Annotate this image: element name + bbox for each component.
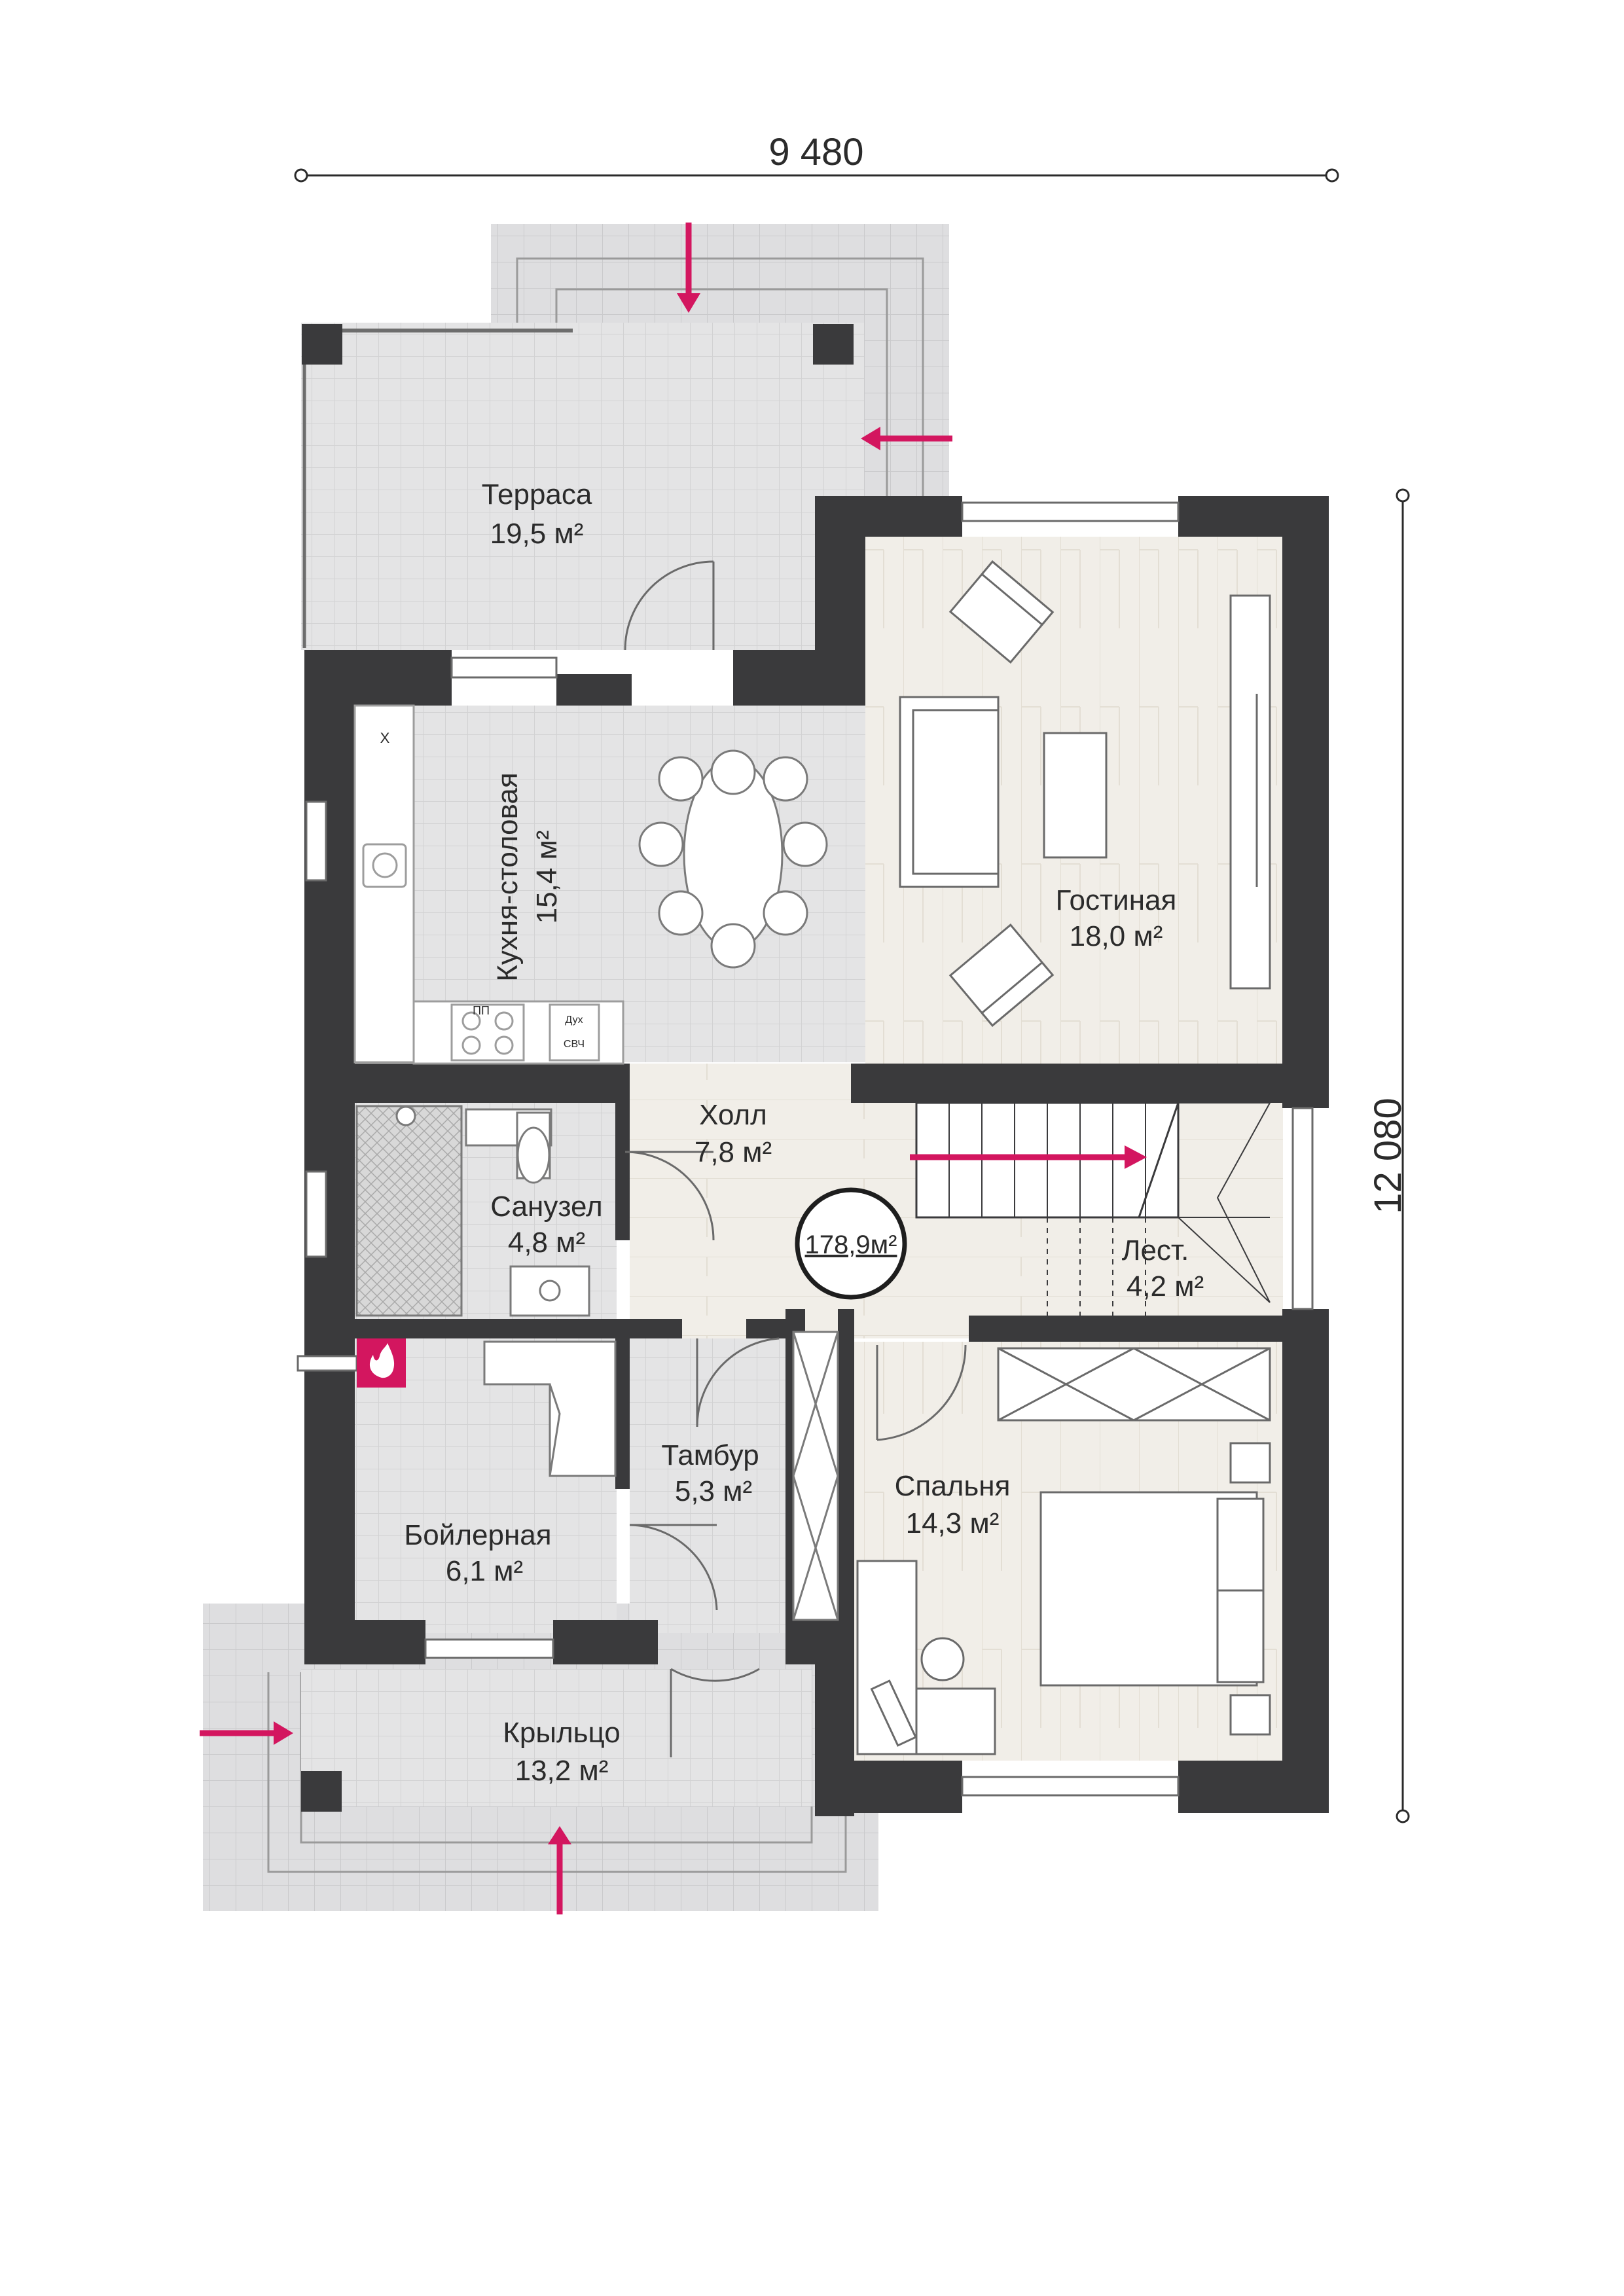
stairs-name: Лест. [1122,1234,1189,1266]
walls [304,496,1329,1816]
bedroom-area-value: 14,3 м² [906,1507,1000,1539]
windows [305,501,1314,1797]
porch-area-value: 13,2 м² [515,1755,609,1787]
kitchen-area-value: 15,4 м² [531,831,563,924]
dimension-height: 12 080 [1367,488,1410,1823]
fridge-label: Х [380,730,390,746]
boiler-equipment [483,1340,617,1477]
total-area-badge: 178,9м² [795,1187,907,1300]
vestibule-area-value: 5,3 м² [675,1475,752,1507]
living-name: Гостиная [1056,884,1177,916]
bedroom-name: Спальня [895,1470,1011,1502]
boiler-area-value: 6,1 м² [446,1555,523,1587]
living-area-value: 18,0 м² [1070,920,1163,952]
bathroom-area-value: 4,8 м² [508,1227,585,1259]
oven-label: Дух [565,1014,583,1026]
stairs-area-value: 4,2 м² [1127,1270,1204,1302]
porch-name: Крыльцо [503,1717,621,1749]
boiler-name: Бойлерная [404,1519,551,1551]
doors [624,560,967,1757]
terrace-area [301,224,949,650]
width-label: 9 480 [768,131,863,173]
living-furniture [899,560,1271,1027]
bathroom-fixtures [355,1105,590,1317]
microwave-label: СВЧ [564,1039,585,1050]
hall-area-value: 7,8 м² [695,1136,772,1168]
hall-name: Холл [699,1099,767,1131]
kitchen-counters [353,704,624,1065]
height-label: 12 080 [1367,1098,1409,1213]
bathroom-name: Санузел [490,1191,602,1223]
dining-table [638,749,828,969]
fire-icon [297,1338,406,1388]
arrow-icon [200,223,1147,1914]
terrace-area-value: 19,5 м² [490,518,584,550]
dishwasher-label: ПП [473,1004,490,1017]
vestibule-name: Тамбур [661,1439,759,1471]
closet [792,1331,839,1621]
dimension-width: 9 480 [294,131,1339,183]
bedroom-furniture [856,1347,1271,1755]
kitchen-name: Кухня-столовая [492,772,524,981]
terrace-name: Терраса [482,478,592,511]
total-area-label: 178,9м² [805,1230,897,1259]
